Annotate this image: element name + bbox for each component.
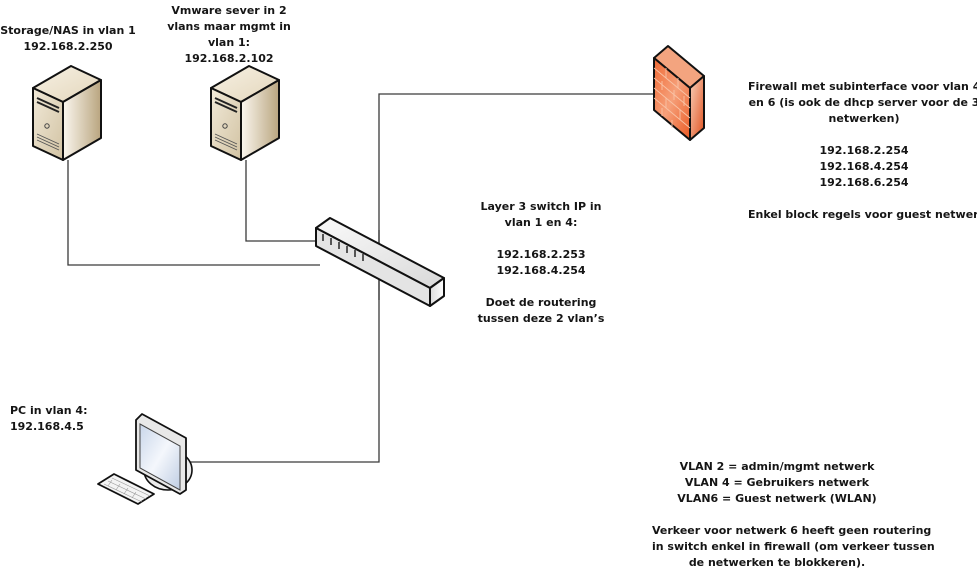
- switch-note: tussen deze 2 vlan’s: [477, 312, 605, 325]
- vlan-legend-item: VLAN6 = Guest netwerk (WLAN): [677, 492, 877, 505]
- firewall-icon[interactable]: [653, 45, 705, 141]
- vmware-server-icon[interactable]: [210, 65, 280, 161]
- firewall-ip: 192.168.2.254: [819, 144, 909, 157]
- routing-note: de netwerken te blokkeren).: [688, 556, 866, 569]
- vmware-label: Vmware sever in 2 vlans maar mgmt in vla…: [167, 4, 291, 65]
- switch-label: Layer 3 switch IP in vlan 1 en 4: 192.16…: [468, 199, 614, 327]
- firewall-ip: 192.168.4.254: [819, 160, 909, 173]
- routing-note: Verkeer voor netwerk 6 heeft geen router…: [652, 524, 932, 537]
- switch-ip: 192.168.4.254: [496, 264, 586, 277]
- pc-label: PC in vlan 4: 192.168.4.5: [10, 404, 88, 433]
- switch-ip: 192.168.2.253: [496, 248, 586, 261]
- vlan-legend-item: VLAN 2 = admin/mgmt netwerk: [679, 460, 875, 473]
- layer3-switch-icon[interactable]: [315, 217, 445, 307]
- routing-note: in switch enkel in firewall (om verkeer …: [652, 540, 935, 553]
- switch-note: Doet de routering: [485, 296, 597, 309]
- firewall-label: Firewall met subinterface voor vlan 4 en…: [748, 79, 977, 223]
- edge-switch-pc: [186, 230, 380, 463]
- edge-storage-switch: [67, 160, 320, 266]
- firewall-note: Enkel block regels voor guest netwerk: [748, 208, 977, 221]
- connection-lines: [67, 93, 653, 463]
- firewall-ip: 192.168.6.254: [819, 176, 909, 189]
- storage-label: Storage/NAS in vlan 1 192.168.2.250: [0, 24, 136, 53]
- desktop-pc-icon[interactable]: [97, 413, 193, 505]
- edge-vmware-switch: [245, 160, 318, 242]
- vlan-legend: VLAN 2 = admin/mgmt netwerk VLAN 4 = Geb…: [652, 459, 935, 571]
- storage-server-icon[interactable]: [32, 65, 102, 161]
- vlan-legend-item: VLAN 4 = Gebruikers netwerk: [684, 476, 870, 489]
